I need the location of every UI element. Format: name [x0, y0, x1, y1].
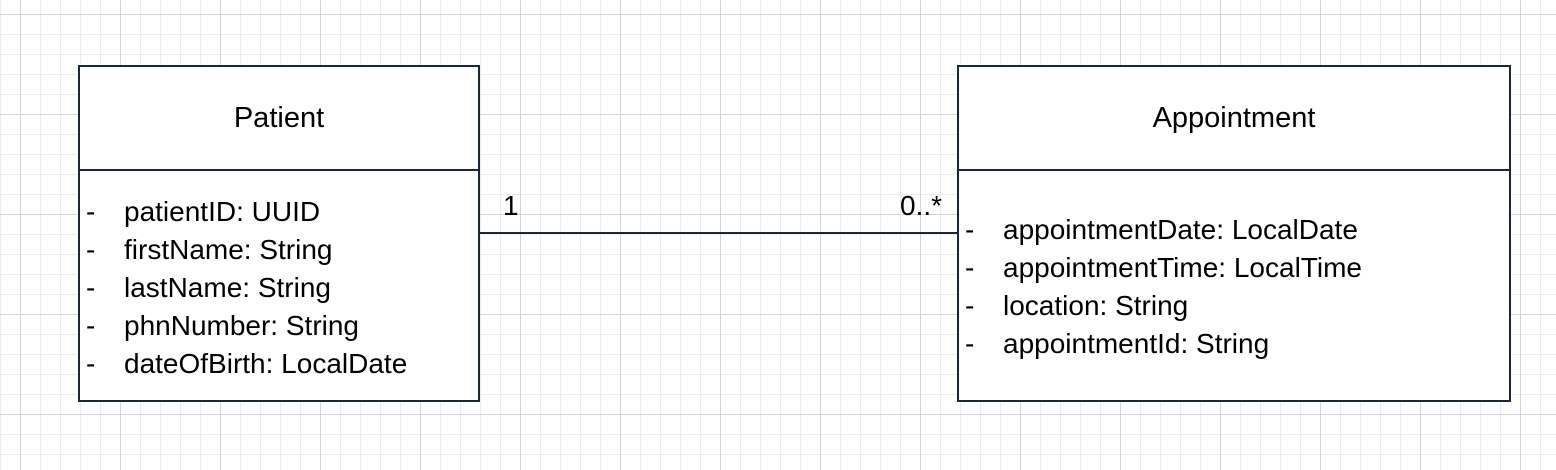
- source-multiplicity-label: 1: [503, 190, 519, 221]
- appointment-attribute: - appointmentId: String: [959, 325, 1509, 363]
- target-multiplicity-label: 0..*: [900, 190, 943, 221]
- patient-attribute: - dateOfBirth: LocalDate: [80, 345, 478, 383]
- attribute-text: appointmentId: String: [1003, 328, 1270, 359]
- appointment-attribute-list: - appointmentDate: LocalDate - appointme…: [959, 171, 1509, 363]
- attribute-text: dateOfBirth: LocalDate: [124, 348, 408, 379]
- appointment-attribute: - appointmentDate: LocalDate: [959, 211, 1509, 249]
- patient-attribute: - firstName: String: [80, 231, 478, 269]
- appointment-attribute: - appointmentTime: LocalTime: [959, 249, 1509, 287]
- attribute-text: appointmentTime: LocalTime: [1003, 252, 1362, 283]
- attribute-text: location: String: [1003, 290, 1189, 321]
- visibility-marker: -: [86, 348, 96, 379]
- association-line[interactable]: [480, 232, 957, 234]
- appointment-class-name: Appointment: [959, 67, 1509, 171]
- patient-class-name: Patient: [80, 67, 478, 171]
- patient-attribute: - lastName: String: [80, 269, 478, 307]
- visibility-marker: -: [86, 234, 96, 265]
- attribute-text: phnNumber: String: [124, 310, 360, 341]
- visibility-marker: -: [86, 310, 96, 341]
- visibility-marker: -: [965, 328, 975, 359]
- attribute-text: lastName: String: [124, 272, 331, 303]
- appointment-attribute: - location: String: [959, 287, 1509, 325]
- visibility-marker: -: [86, 196, 96, 227]
- patient-attribute-list: - patientID: UUID - firstName: String - …: [80, 171, 478, 383]
- attribute-text: appointmentDate: LocalDate: [1003, 214, 1358, 245]
- attribute-text: firstName: String: [124, 234, 333, 265]
- visibility-marker: -: [965, 214, 975, 245]
- visibility-marker: -: [965, 252, 975, 283]
- patient-class-box[interactable]: Patient - patientID: UUID - firstName: S…: [78, 65, 480, 402]
- visibility-marker: -: [965, 290, 975, 321]
- attribute-text: patientID: UUID: [124, 196, 321, 227]
- patient-attribute: - patientID: UUID: [80, 193, 478, 231]
- visibility-marker: -: [86, 272, 96, 303]
- patient-attribute: - phnNumber: String: [80, 307, 478, 345]
- appointment-class-box[interactable]: Appointment - appointmentDate: LocalDate…: [957, 65, 1511, 402]
